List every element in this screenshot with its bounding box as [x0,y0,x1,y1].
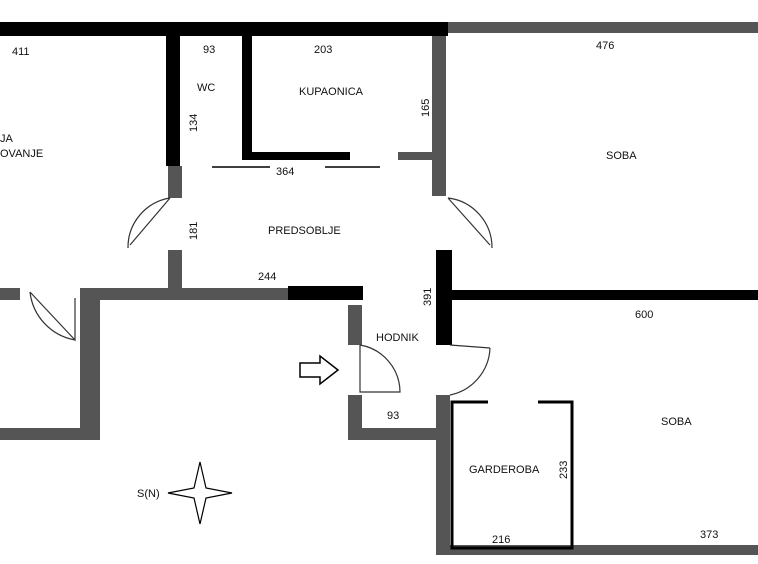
compass-label: S(N) [137,488,160,500]
dimension-364: 364 [276,166,294,178]
dimension-391: 391 [422,288,434,306]
walls [0,22,758,555]
doors [29,197,493,396]
room-label-predsoblje: PREDSOBLJE [268,225,341,237]
room-label-kupaonica: KUPAONICA [299,86,364,98]
room-label-wc: WC [197,82,215,94]
dimension-373: 373 [700,529,718,541]
dimension-165: 165 [420,99,432,117]
dimension-93-bottom: 93 [387,410,399,422]
dimension-411: 411 [12,46,30,58]
compass-star-icon [167,461,233,525]
dimension-203: 203 [314,44,332,56]
dimension-134: 134 [188,114,200,132]
dimension-600: 600 [635,309,653,321]
dimension-244: 244 [258,271,276,283]
dimension-233: 233 [558,461,570,479]
room-label-garderoba: GARDEROBA [469,464,540,476]
room-label-soba-bottom: SOBA [661,416,692,428]
garderoba-outline [450,400,574,550]
dimension-93-top: 93 [203,44,215,56]
dimension-216: 216 [492,534,510,546]
room-label-left-1: JA [0,133,14,145]
dimension-476: 476 [596,40,614,52]
room-label-hodnik: HODNIK [376,332,419,344]
room-label-left-2: OVANJE [0,148,43,160]
dimension-181: 181 [188,222,200,240]
room-label-soba-top: SOBA [606,150,637,162]
entrance-arrow-icon [299,354,340,386]
